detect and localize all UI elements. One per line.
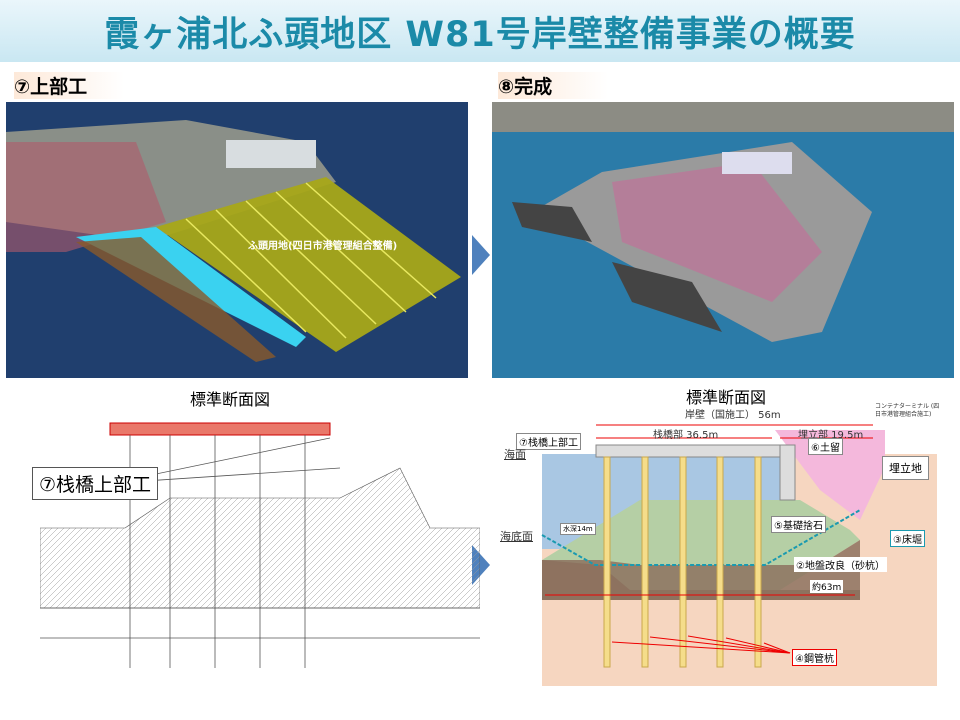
completed-photo bbox=[492, 102, 954, 378]
ground-improvement-label: ②地盤改良（砂杭） bbox=[794, 557, 887, 572]
terminal-label: コンテナターミナル (四日市港管理組合施工) bbox=[875, 403, 940, 418]
rubble-label: ⑤基礎捨石 bbox=[771, 516, 826, 533]
superstructure-callout: ⑦栈橋上部工 bbox=[32, 467, 159, 500]
superstructure-photo: ふ頭用地(四日市港管理組合整備) bbox=[6, 102, 468, 378]
retaining-label: ⑥土留 bbox=[808, 438, 843, 455]
step-label-complete: ⑧完成 bbox=[498, 72, 608, 99]
page-title: 霞ヶ浦北ふ頭地区 W81号岸壁整備事業の概要 bbox=[104, 14, 856, 55]
left-cross-section-drawing bbox=[39, 408, 481, 698]
pier-length-label: 栈橋部 36.5m bbox=[653, 430, 719, 441]
fill-length-label: 埋立部 19.5m bbox=[798, 430, 864, 441]
wall-length-label: 岸壁（国施工） 56m bbox=[685, 410, 781, 421]
reclaimed-land-label: 埋立地 bbox=[882, 456, 929, 480]
sea-surface-label: 海面 bbox=[504, 448, 526, 461]
right-section-title: 標準断面図 bbox=[686, 388, 767, 407]
title-banner: 霞ヶ浦北ふ頭地区 W81号岸壁整備事業の概要 bbox=[0, 0, 960, 62]
left-section-title: 標準断面図 bbox=[190, 390, 271, 409]
width-label: 約63m bbox=[810, 580, 844, 593]
right-cross-section-drawing: 岸壁（国施工） 56m コンテナターミナル (四日市港管理組合施工) 栈橋部 3… bbox=[490, 400, 960, 700]
step-label-superstructure: ⑦上部工 bbox=[14, 72, 124, 99]
depth-label: 水深14m bbox=[560, 523, 596, 535]
arrow-right-icon-top bbox=[472, 235, 490, 275]
superstructure-label: ⑦栈橋上部工 bbox=[516, 433, 581, 450]
steel-pipe-pile-label: ④鋼管杭 bbox=[792, 649, 837, 666]
terminal-area-label: ふ頭用地(四日市港管理組合整備) bbox=[248, 241, 398, 252]
dredging-label: ③床堀 bbox=[890, 530, 925, 547]
seabed-label: 海底面 bbox=[500, 530, 533, 543]
